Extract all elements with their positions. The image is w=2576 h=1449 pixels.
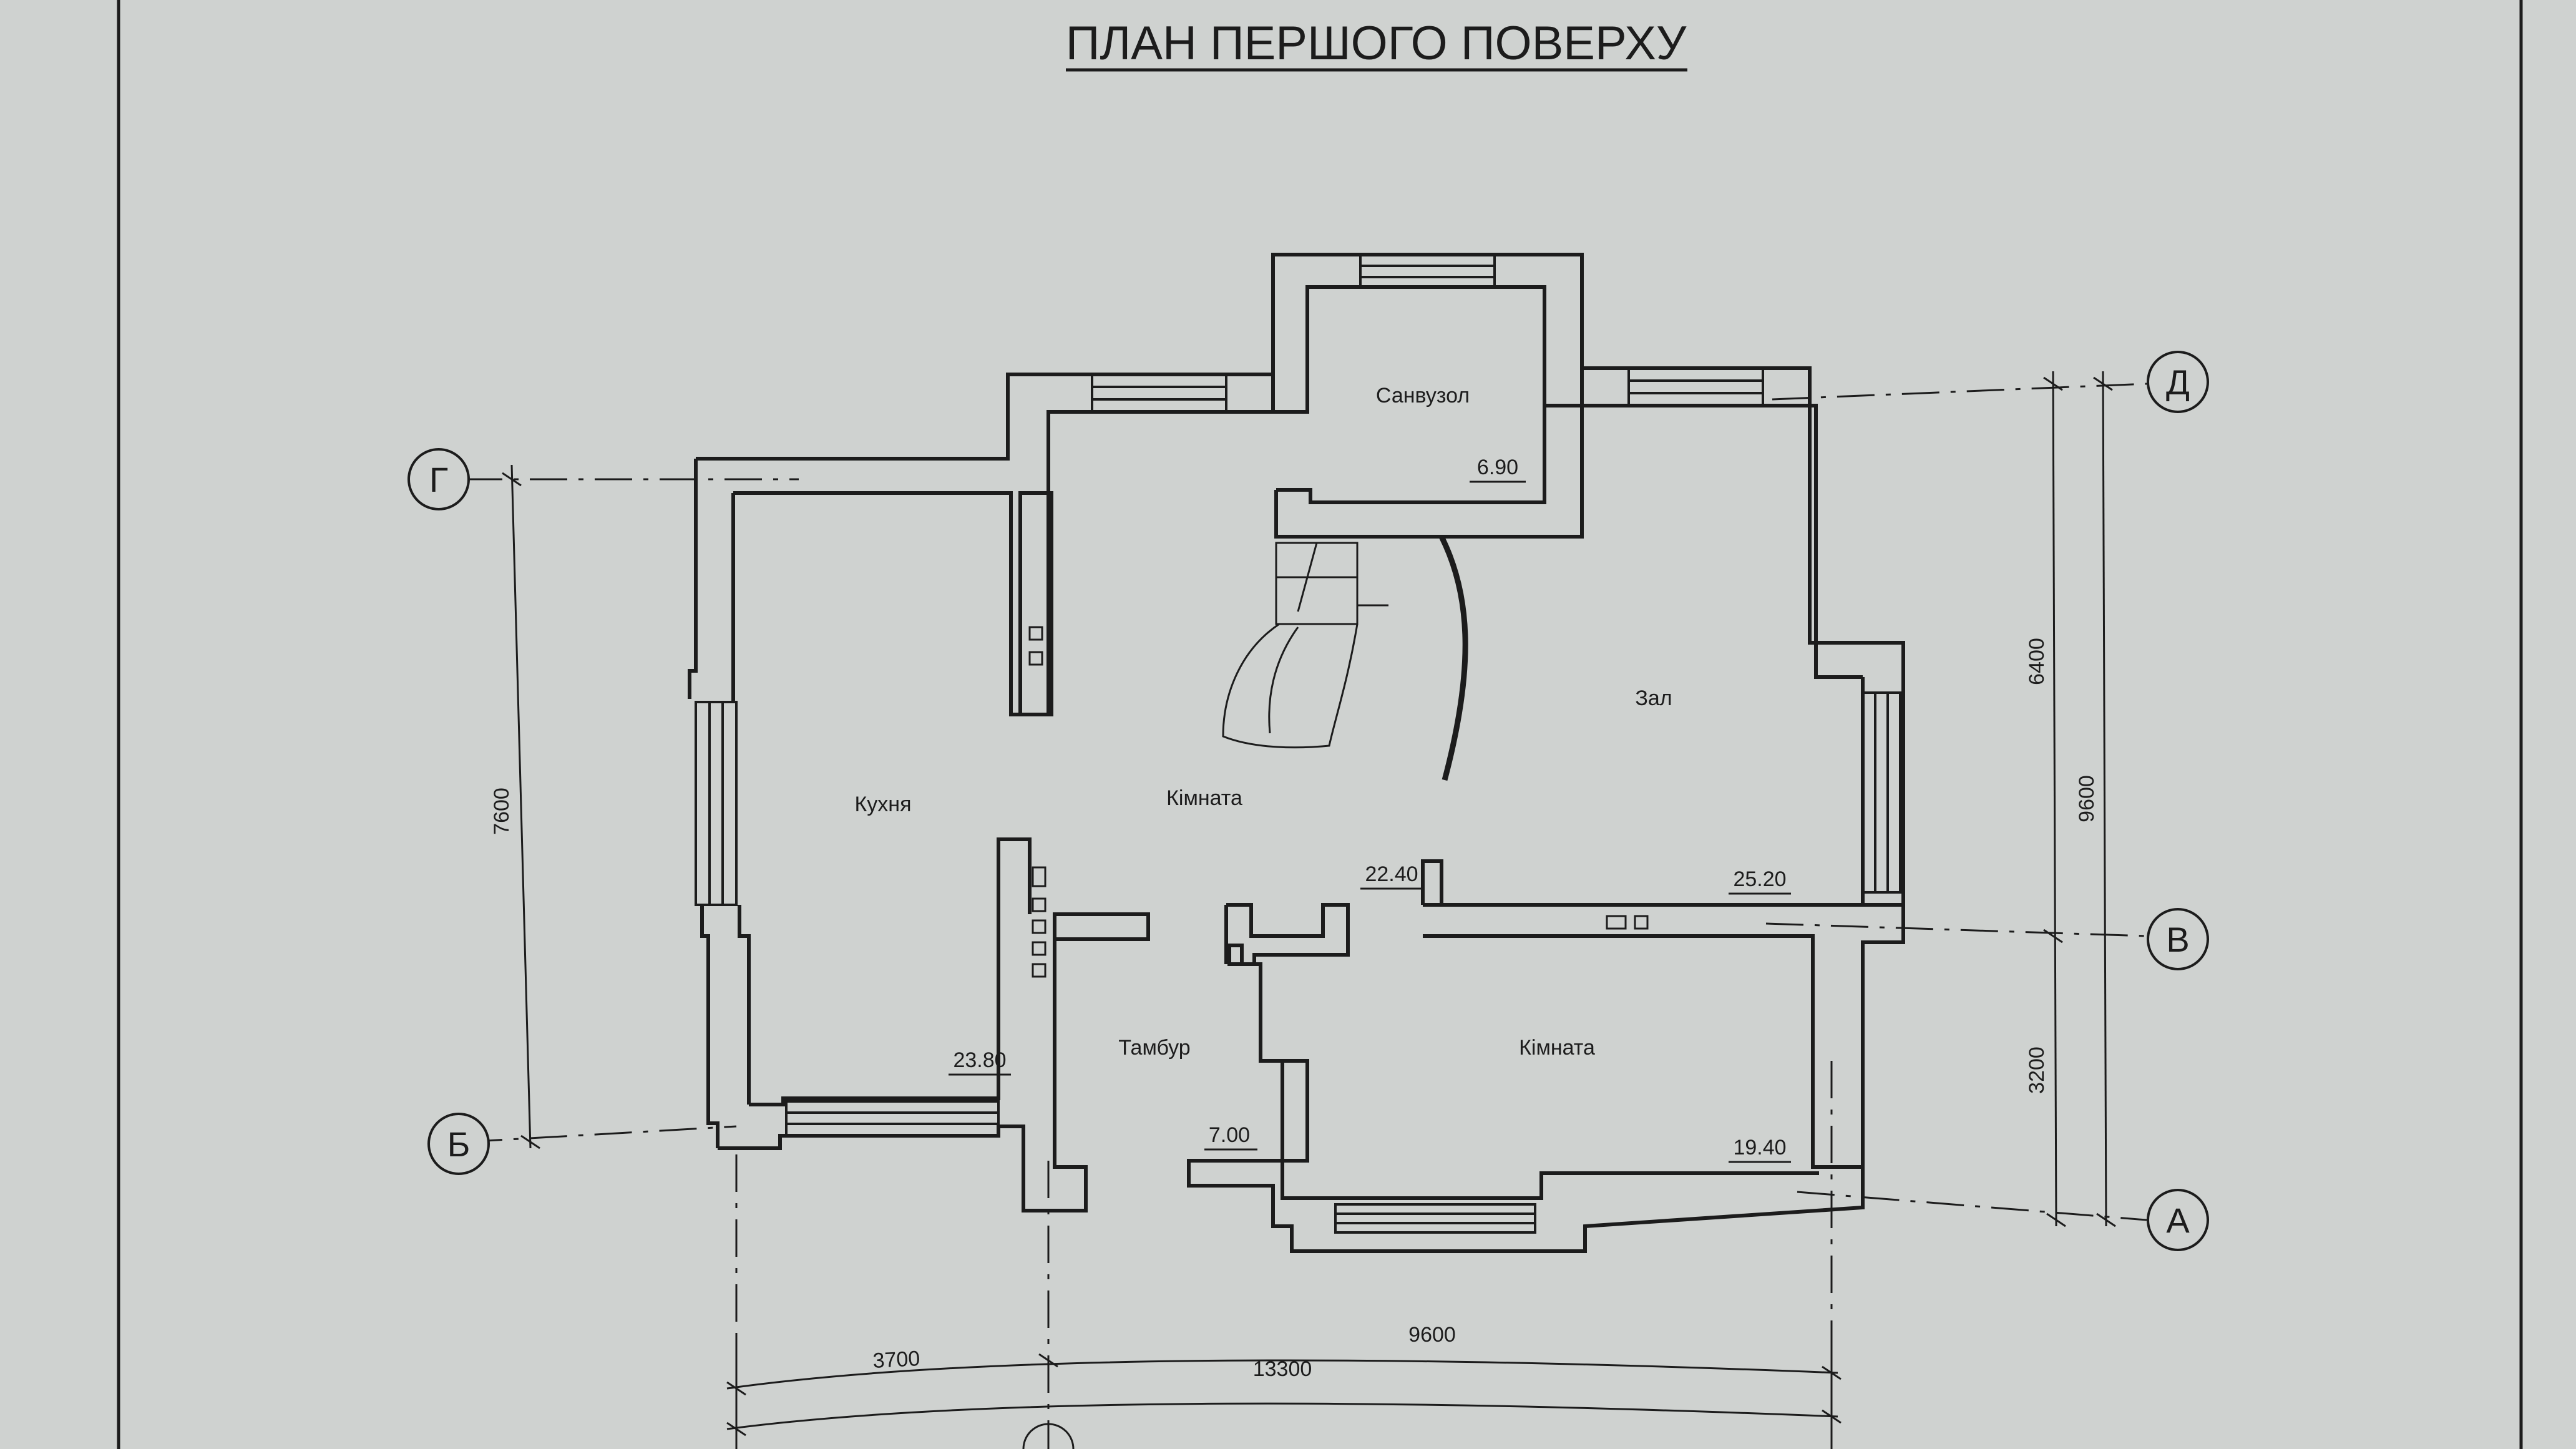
vent-duct [1032, 866, 1046, 887]
axis-label-d: Д [2166, 363, 2190, 402]
sanuzol-lower-wall [1271, 374, 1307, 414]
vent-duct [1028, 651, 1043, 666]
dim-tick [2093, 376, 2113, 391]
vent-duct [1032, 897, 1046, 912]
area-underlines [949, 481, 1791, 1163]
corridor-wall-top [1421, 859, 1443, 905]
vent-duct [1032, 919, 1046, 934]
dim-label-right-lower: 3200 [2025, 1046, 2049, 1094]
dim-label-right-upper: 6400 [2025, 638, 2049, 685]
left-wall-outer [688, 459, 698, 699]
ventilation-ducts [1028, 626, 1649, 978]
bottom-left-wall [718, 912, 1150, 1212]
dim-label-bottom-total: 13300 [1253, 1357, 1312, 1381]
axis-marker-g [407, 448, 470, 510]
dim-tick [2043, 929, 2063, 944]
arched-partition [1438, 535, 1468, 781]
dim-tick [2043, 376, 2063, 391]
axis-marker-bottom [1022, 1423, 1075, 1449]
axis-markers [407, 351, 2209, 1251]
plan-title: ПЛАН ПЕРШОГО ПОВЕРХУ [1066, 17, 1687, 70]
window-zal-top [1627, 367, 1764, 407]
room-area: 22.40 [1365, 862, 1418, 886]
dim-label-left: 7600 [490, 788, 514, 835]
room-name: Санвузол [1376, 384, 1470, 407]
bottom-left-wall-inner [749, 837, 1032, 1106]
sanuzol-bottom-outer [1274, 368, 1584, 539]
stair-winder [1222, 623, 1359, 749]
sanuzol-bottom [1276, 406, 1546, 504]
room-name: Зал [1635, 686, 1672, 710]
vent-duct [1606, 915, 1627, 930]
axis-line-v [1765, 922, 2147, 937]
dim-tick [2096, 1212, 2116, 1227]
window-zal-right [1861, 691, 1901, 894]
left-wall-lower-outer [700, 905, 720, 1148]
room-area: 19.40 [1733, 1136, 1786, 1159]
dim-tick [726, 1422, 746, 1437]
axis-marker-d [2147, 351, 2209, 413]
dim-tick [726, 1381, 746, 1396]
dim-tick [1822, 1409, 1842, 1424]
windows [695, 253, 1901, 1234]
room-name: Кімната [1166, 786, 1242, 810]
room-area: 7.00 [1209, 1123, 1250, 1147]
axis-line-b [464, 1125, 737, 1143]
stair-inner-curve [1268, 627, 1299, 734]
window-kitchen-bottom [785, 1100, 1000, 1137]
staircase [1222, 535, 1468, 781]
stair-arrow [1297, 542, 1318, 612]
axis-labels: Г Б Д В А [429, 363, 2190, 1240]
room-area: 6.90 [1477, 456, 1518, 479]
dim-line-right-inner [2052, 371, 2057, 1227]
room-name: Тамбур [1118, 1036, 1190, 1060]
axis-marker-a [2147, 1189, 2209, 1251]
vent-duct [1032, 963, 1046, 978]
dim-line-right-outer [2102, 371, 2107, 1227]
zal-lower-wall-inner [1423, 934, 1863, 1169]
axis-label-b: Б [447, 1125, 471, 1164]
room-area: 23.80 [953, 1048, 1006, 1072]
room-labels: Санвузол 6.90 Зал 25.20 Кухня 23.80 Кімн… [855, 384, 1787, 1159]
axis-label-a: А [2166, 1201, 2190, 1240]
axis-label-v: В [2166, 920, 2189, 959]
vent-duct [1634, 915, 1649, 930]
lower-right-room [1259, 964, 1819, 1200]
stair-upper-flight [1275, 542, 1359, 625]
axis-label-g: Г [429, 460, 448, 499]
window-top-left [1091, 373, 1227, 413]
dim-label-right-total: 9600 [2075, 775, 2099, 822]
dim-label-bottom-left: 3700 [872, 1347, 921, 1373]
room-name: Кімната [1519, 1036, 1595, 1060]
outer-wall-contour [696, 253, 1905, 1253]
entry-block [1226, 903, 1350, 964]
window-kitchen-left [695, 701, 738, 906]
left-wall-lower-inner [738, 905, 751, 1105]
axis-marker-v [2147, 908, 2209, 970]
axis-line-a [1797, 1191, 2147, 1221]
dim-line-bottom-upper [726, 1359, 1838, 1390]
dim-tick [1038, 1353, 1058, 1368]
axis-marker-b [427, 1113, 490, 1175]
dim-tick [502, 472, 522, 487]
axis-line-d [1772, 383, 2147, 401]
vent-duct [1028, 626, 1043, 641]
dim-tick [520, 1134, 540, 1149]
vent-duct [1032, 941, 1046, 956]
dimension-lines [502, 371, 2116, 1449]
inner-wall-contour [733, 285, 1863, 716]
room-area: 25.20 [1733, 867, 1786, 891]
dim-tick [1822, 1365, 1842, 1380]
dim-label-bottom-right: 9600 [1408, 1323, 1456, 1347]
dimension-labels: 7600 6400 3200 9600 3700 9600 13300 [490, 638, 2099, 1381]
window-sanuzol [1359, 253, 1496, 288]
dim-tick [2046, 1212, 2066, 1227]
dim-line-left [510, 464, 532, 1149]
dim-line-bottom-lower [726, 1402, 1838, 1430]
window-room-bottom [1334, 1203, 1536, 1234]
room-name: Кухня [855, 793, 912, 816]
kitchen-partition [1018, 491, 1053, 716]
